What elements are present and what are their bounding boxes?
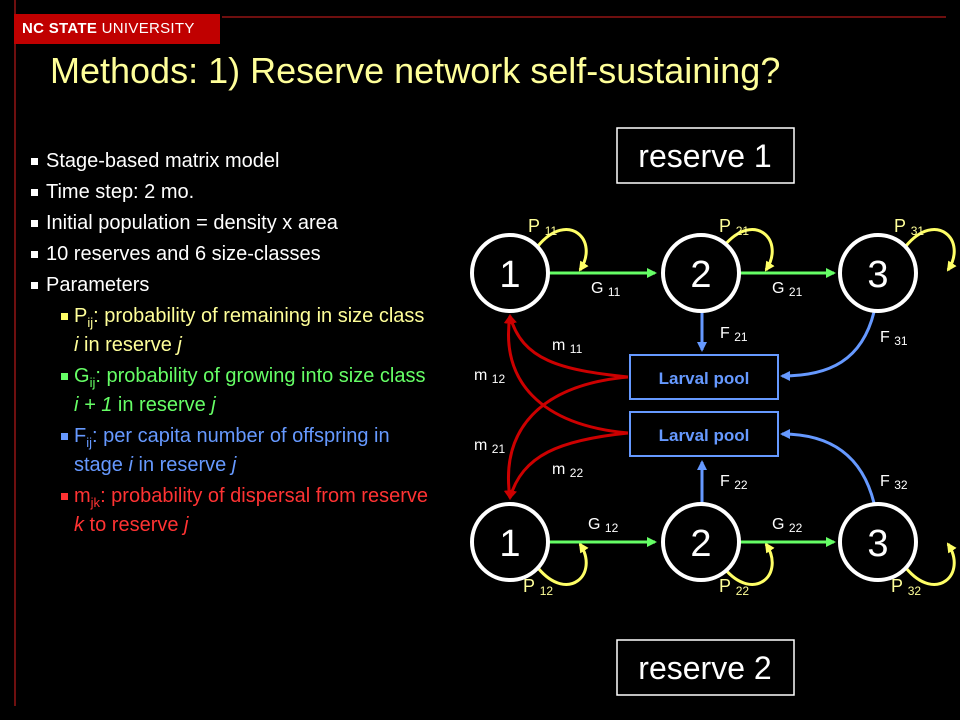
label-p11: P 11 [528,216,557,238]
m11-arrow [507,314,629,379]
edge-labels: P 11 P 21 P 31 P 12 P 22 P 32 G 11 G 21 G 12 G 22… [474,216,924,598]
node-r1-stage3 [838,233,918,313]
param-g-item: Gij: probability of growing into size cl… [60,365,430,417]
f31-arrow [780,311,876,381]
p31-loop [904,228,957,272]
node-r2-stage3-label: 3 [867,523,888,565]
larval-pool-2 [629,411,779,457]
param-p-item: Pij: probability of remaining in size cl… [60,305,430,357]
m22-arrow [507,431,629,500]
node-r2-stage2-label: 2 [690,523,711,565]
f32-arrow [780,429,876,504]
label-m11: m 11 [552,337,583,356]
label-m21: m 21 [474,437,505,456]
node-r2-stage2 [661,502,741,582]
reserve1-box [616,127,795,184]
m12-arrow [503,314,629,435]
label-g21: G 21 [772,280,803,299]
left-rule [14,0,16,706]
larval-pool-1-label: Larval pool [659,369,750,388]
larval-pool-2-label: Larval pool [659,426,750,445]
reserve2-box [616,639,795,696]
node-r1-stage3-label: 3 [867,254,888,296]
p32-loop [904,542,957,586]
bullet-item: Time step: 2 mo. [30,181,430,204]
label-f22: F 22 [720,473,748,492]
label-p32: P 32 [891,576,921,598]
p11-loop [536,228,589,272]
node-r1-stage2 [661,233,741,313]
label-p31: P 31 [894,216,924,238]
label-g22: G 22 [772,516,803,535]
bullet-list: Stage-based matrix model Time step: 2 mo… [30,150,430,545]
node-r1-stage1-label: 1 [499,254,520,296]
top-rule [222,16,946,18]
label-f32: F 32 [880,473,908,492]
node-r2-stage1-label: 1 [499,523,520,565]
reserve2-label: reserve 2 [638,650,771,686]
label-p22: P 22 [719,576,749,598]
label-m22: m 22 [552,461,583,480]
label-p21: P 21 [719,216,749,238]
bullet-item: 10 reserves and 6 size-classes [30,243,430,266]
label-m12: m 12 [474,367,505,386]
label-f21: F 21 [720,325,748,344]
label-p12: P 12 [523,576,553,598]
param-m-item: mjk: probability of dispersal from reser… [60,485,430,537]
node-r1-stage1 [470,233,550,313]
bullet-item: Initial population = density x area [30,212,430,235]
node-r1-stage2-label: 2 [690,254,711,296]
m21-arrow [503,375,629,500]
node-r2-stage1 [470,502,550,582]
node-r2-stage3 [838,502,918,582]
larval-pool-1 [629,354,779,400]
p22-loop [722,542,775,586]
label-f31: F 31 [880,329,908,348]
bullet-item: Stage-based matrix model [30,150,430,173]
slide-title: Methods: 1) Reserve network self-sustain… [50,50,781,91]
p21-loop [722,228,775,272]
p12-loop [536,542,589,586]
bullet-item: Parameters [30,274,430,297]
university-logo: NC STATE UNIVERSITY [14,14,220,44]
label-g12: G 12 [588,516,619,535]
reserve1-label: reserve 1 [638,138,771,174]
label-g11: G 11 [591,280,621,299]
param-f-item: Fij: per capita number of offspring in s… [60,425,430,477]
